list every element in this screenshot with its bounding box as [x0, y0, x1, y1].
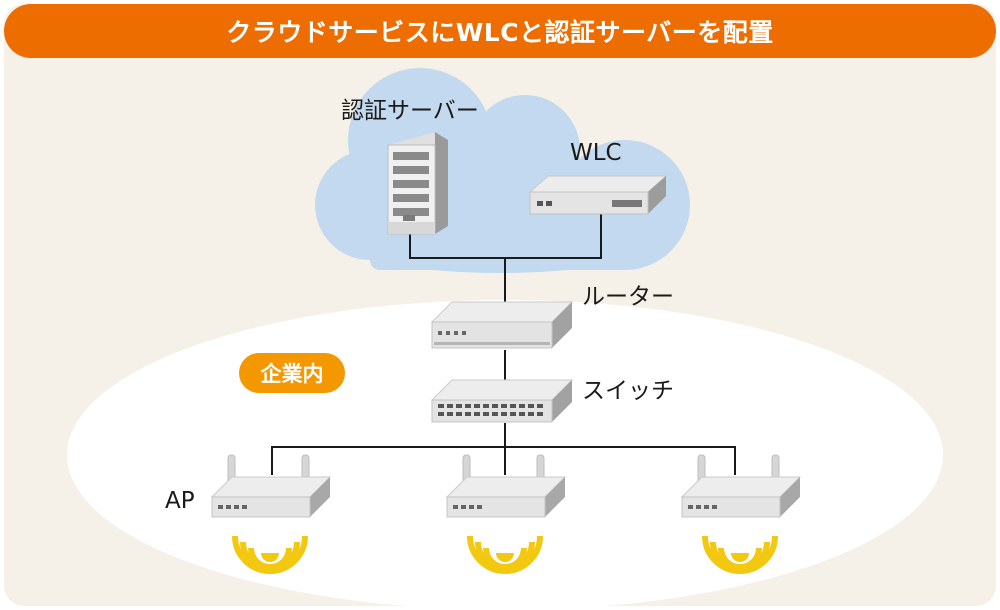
wlc-appliance-icon	[528, 175, 668, 215]
enterprise-zone-badge: 企業内	[239, 353, 345, 393]
wlc-label: WLC	[570, 140, 622, 166]
access-point-icon	[210, 454, 332, 518]
switch-icon	[430, 379, 574, 423]
diagram-title: クラウドサービスにWLCと認証サーバーを配置	[4, 4, 996, 58]
router-icon	[430, 301, 574, 349]
wifi-signal-icon	[232, 535, 308, 574]
server-icon	[387, 132, 448, 235]
auth-server-label: 認証サーバー	[341, 98, 479, 124]
switch-label: スイッチ	[582, 378, 674, 404]
router-label: ルーター	[582, 284, 674, 310]
network-links	[271, 208, 736, 475]
link-ap-bus	[271, 446, 736, 475]
ap-label: AP	[165, 488, 195, 514]
